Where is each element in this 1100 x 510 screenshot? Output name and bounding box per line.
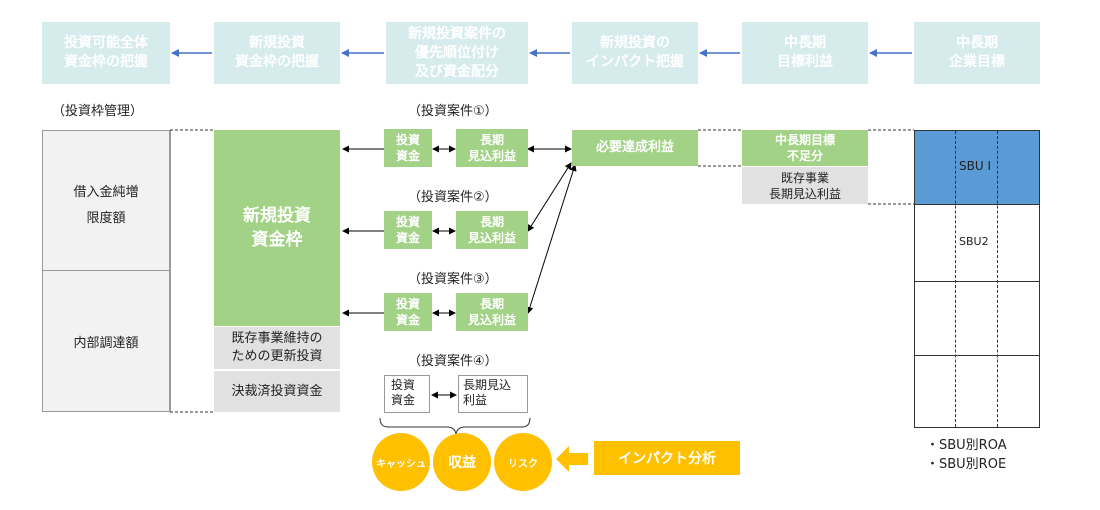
maintenance-investment: 既存事業維持の ための更新投資 — [214, 327, 340, 369]
case-3-title: （投資案件③） — [408, 272, 498, 287]
case-1-profit: 長期 見込利益 — [456, 129, 528, 167]
step-investable-total-funds: 投資可能全体 資金枠の把握 — [42, 22, 170, 84]
case-3-fund: 投資 資金 — [384, 293, 432, 331]
case-4-title: （投資案件④） — [408, 354, 498, 369]
step-corporate-target: 中長期 企業目標 — [914, 22, 1040, 84]
midterm-shortfall: 中長期目標 不足分 — [742, 130, 868, 166]
step-midterm-profit: 中長期 目標利益 — [742, 22, 868, 84]
investment-frame-caption: （投資枠管理） — [52, 104, 144, 119]
sbu-grid: SBU I SBU2 — [914, 130, 1040, 428]
revenue-circle: 収益 — [433, 433, 491, 491]
sbu-roa-note: ・SBU別ROA — [926, 438, 1007, 453]
left-arrow-icon — [556, 446, 588, 472]
sbu-roe-note: ・SBU別ROE — [926, 457, 1007, 472]
case-4-fund: 投資 資金 — [384, 375, 430, 413]
case-1-fund: 投資 資金 — [384, 129, 432, 167]
step-impact: 新規投資の インパクト把握 — [572, 22, 698, 84]
new-investment-frame: 新規投資 資金枠 — [214, 130, 340, 326]
sbu-1-label: SBU I — [959, 159, 991, 173]
step-prioritization: 新規投資案件の 優先順位付け 及び資金配分 — [386, 22, 528, 84]
case-2-fund: 投資 資金 — [384, 211, 432, 249]
total-funds-block — [42, 130, 170, 412]
step-new-investment-frame: 新規投資 資金枠の把握 — [214, 22, 340, 84]
existing-business-profit: 既存事業 長期見込利益 — [742, 167, 868, 204]
cash-circle: キャッシュ — [372, 433, 430, 491]
case-2-title: （投資案件②） — [408, 190, 498, 205]
case-4-profit: 長期見込 利益 — [458, 375, 528, 413]
required-profit: 必要達成利益 — [572, 130, 698, 166]
block-divider — [42, 270, 170, 271]
approved-investment: 決裁済投資資金 — [214, 371, 340, 412]
sbu-dashed-divider — [997, 131, 998, 427]
sbu-row-divider — [915, 281, 1039, 282]
borrowing-limit-label: 借入金純増 限度額 — [73, 185, 139, 226]
sbu-dashed-divider — [955, 131, 956, 427]
internal-funding-label: 内部調達額 — [73, 336, 139, 351]
risk-circle: リスク — [494, 433, 552, 491]
sbu-row-divider — [915, 355, 1039, 356]
case-1-title: （投資案件①） — [408, 104, 498, 119]
impact-analysis-label: インパクト分析 — [594, 441, 740, 475]
sbu-1-cell — [915, 131, 1039, 205]
case-2-profit: 長期 見込利益 — [456, 211, 528, 249]
sbu-2-label: SBU2 — [959, 235, 989, 248]
case-3-profit: 長期 見込利益 — [456, 293, 528, 331]
